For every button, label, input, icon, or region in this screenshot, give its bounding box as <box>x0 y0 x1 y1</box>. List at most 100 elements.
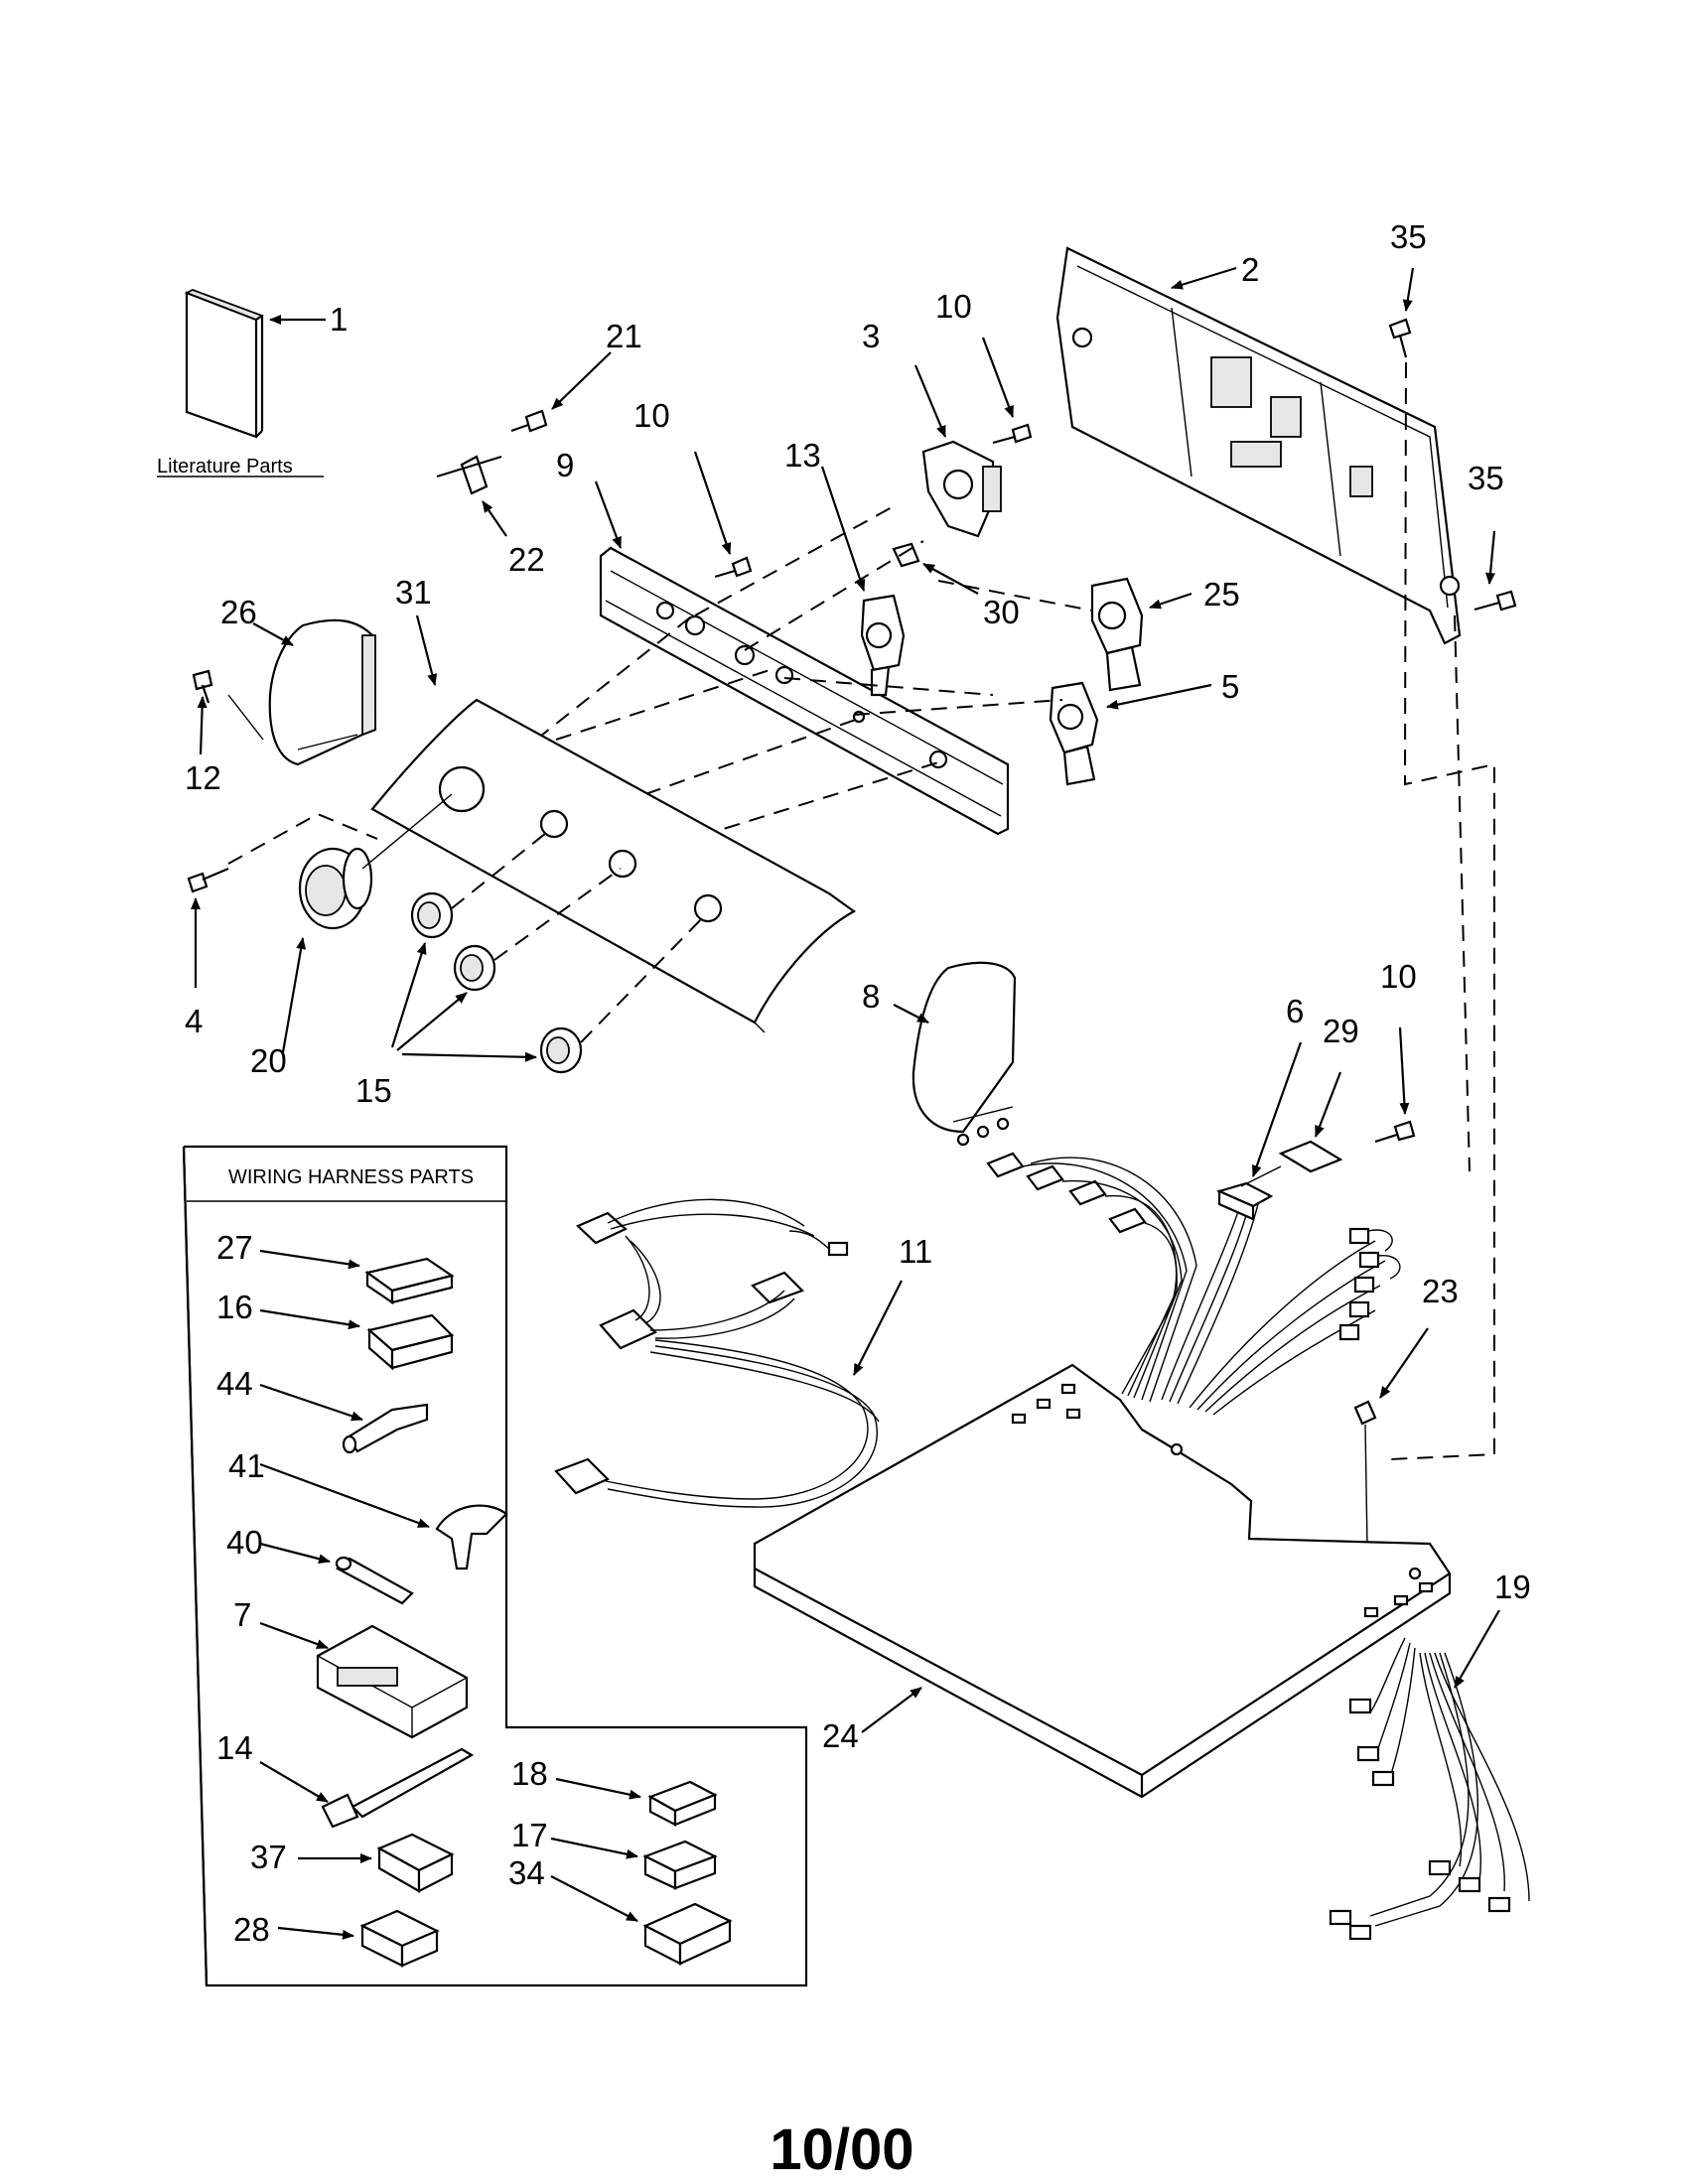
dash-a <box>694 505 895 616</box>
leader-28 <box>277 1926 354 1940</box>
leader-6 <box>1251 1041 1303 1177</box>
leader-9 <box>594 480 623 549</box>
dash-f <box>535 613 696 741</box>
callout-7: 7 <box>233 1596 251 1633</box>
callout-26: 26 <box>220 594 257 630</box>
dash-e <box>783 677 994 696</box>
literature-parts-label: Literature Parts <box>157 456 293 478</box>
terminal-block-7 <box>316 1624 469 1739</box>
leader-19 <box>1454 1609 1500 1689</box>
leader-44 <box>259 1383 363 1422</box>
leader-14 <box>259 1761 329 1803</box>
callout-15: 15 <box>355 1072 392 1109</box>
leader-21 <box>551 351 612 410</box>
callout-24: 24 <box>822 1717 859 1754</box>
callout-35a: 35 <box>1390 218 1427 255</box>
leader-24 <box>861 1687 922 1733</box>
screw-10-harness <box>1374 1120 1416 1144</box>
timer-knob-20 <box>298 847 373 930</box>
wiring-harness-title: WIRING HARNESS PARTS <box>228 1166 474 1188</box>
callout-6: 6 <box>1286 993 1304 1029</box>
dash-c <box>937 580 1093 612</box>
dash-h <box>644 716 865 795</box>
control-console <box>370 698 857 1033</box>
callout-28: 28 <box>233 1911 270 1948</box>
callout-31: 31 <box>395 574 432 611</box>
screw-35-top <box>1388 318 1412 358</box>
connector-16 <box>366 1313 455 1371</box>
knob-15-a <box>410 891 454 939</box>
wire-harness-11-left <box>554 1198 880 1508</box>
end-cap-8 <box>912 961 1017 1147</box>
leader-18 <box>555 1777 641 1800</box>
leader-3 <box>913 364 947 438</box>
leader-20 <box>281 937 307 1053</box>
callout-11: 11 <box>899 1233 932 1270</box>
callout-17: 17 <box>511 1817 548 1853</box>
callout-10b: 10 <box>633 397 670 434</box>
resistor-29 <box>1278 1140 1343 1173</box>
leader-31 <box>415 614 438 686</box>
leader-12 <box>197 696 208 755</box>
callout-35b: 35 <box>1468 460 1504 496</box>
screw-4 <box>187 867 229 893</box>
callout-30: 30 <box>983 594 1020 630</box>
leader-17 <box>550 1837 638 1859</box>
clip-22 <box>436 455 502 495</box>
leader-11 <box>853 1280 903 1376</box>
leader-35a <box>1402 267 1415 312</box>
leader-7 <box>259 1621 329 1650</box>
callout-29: 29 <box>1323 1013 1359 1049</box>
callout-23: 23 <box>1422 1273 1459 1309</box>
callout-19: 19 <box>1494 1569 1531 1605</box>
leader-10c <box>1398 1026 1410 1115</box>
callout-2: 2 <box>1241 251 1259 288</box>
leader-26 <box>252 622 294 646</box>
leader-29 <box>1314 1071 1342 1138</box>
callout-3: 3 <box>862 318 880 354</box>
callout-41: 41 <box>228 1447 265 1484</box>
callout-34: 34 <box>508 1854 545 1891</box>
screw-10-bracket <box>714 556 753 579</box>
callout-16: 16 <box>216 1289 253 1325</box>
leader-22 <box>482 500 507 537</box>
dash-b <box>744 540 924 651</box>
callout-1: 1 <box>330 301 348 338</box>
connector-37 <box>376 1833 455 1893</box>
leader-10a <box>981 337 1015 418</box>
footer-date: 10/00 <box>770 2117 913 2182</box>
leader-41 <box>259 1462 430 1529</box>
connector-27 <box>364 1257 455 1305</box>
callout-18: 18 <box>511 1755 548 1792</box>
fuse-40 <box>335 1556 414 1605</box>
leader-40 <box>259 1542 331 1565</box>
leader-35b <box>1485 530 1496 585</box>
dash-knob-a <box>451 828 552 909</box>
back-panel <box>1055 246 1462 645</box>
callout-10a: 10 <box>935 288 972 325</box>
leader-15c <box>401 1051 537 1062</box>
connector-34 <box>642 1902 733 1966</box>
line-29-to-6 <box>1240 1165 1282 1187</box>
connector-18 <box>647 1780 718 1827</box>
connector-28 <box>359 1909 440 1968</box>
callout-13: 13 <box>784 437 821 474</box>
cable-tie-14 <box>321 1747 475 1829</box>
literature-booklet <box>184 289 264 439</box>
callout-27: 27 <box>216 1229 253 1266</box>
dash-d <box>853 699 1063 716</box>
callout-22: 22 <box>508 541 545 578</box>
top-panel-24 <box>753 1363 1452 1799</box>
knob-15-c <box>539 1026 583 1074</box>
leader-23 <box>1379 1327 1429 1399</box>
callout-40: 40 <box>226 1524 263 1561</box>
leader-15a <box>390 942 427 1048</box>
leader-27 <box>259 1249 360 1270</box>
callout-44: 44 <box>216 1365 253 1402</box>
dash-g <box>555 669 771 741</box>
box-left-edge <box>182 1146 209 1986</box>
part-30 <box>892 542 920 568</box>
dash-i <box>674 761 939 845</box>
callout-12: 12 <box>185 759 221 796</box>
